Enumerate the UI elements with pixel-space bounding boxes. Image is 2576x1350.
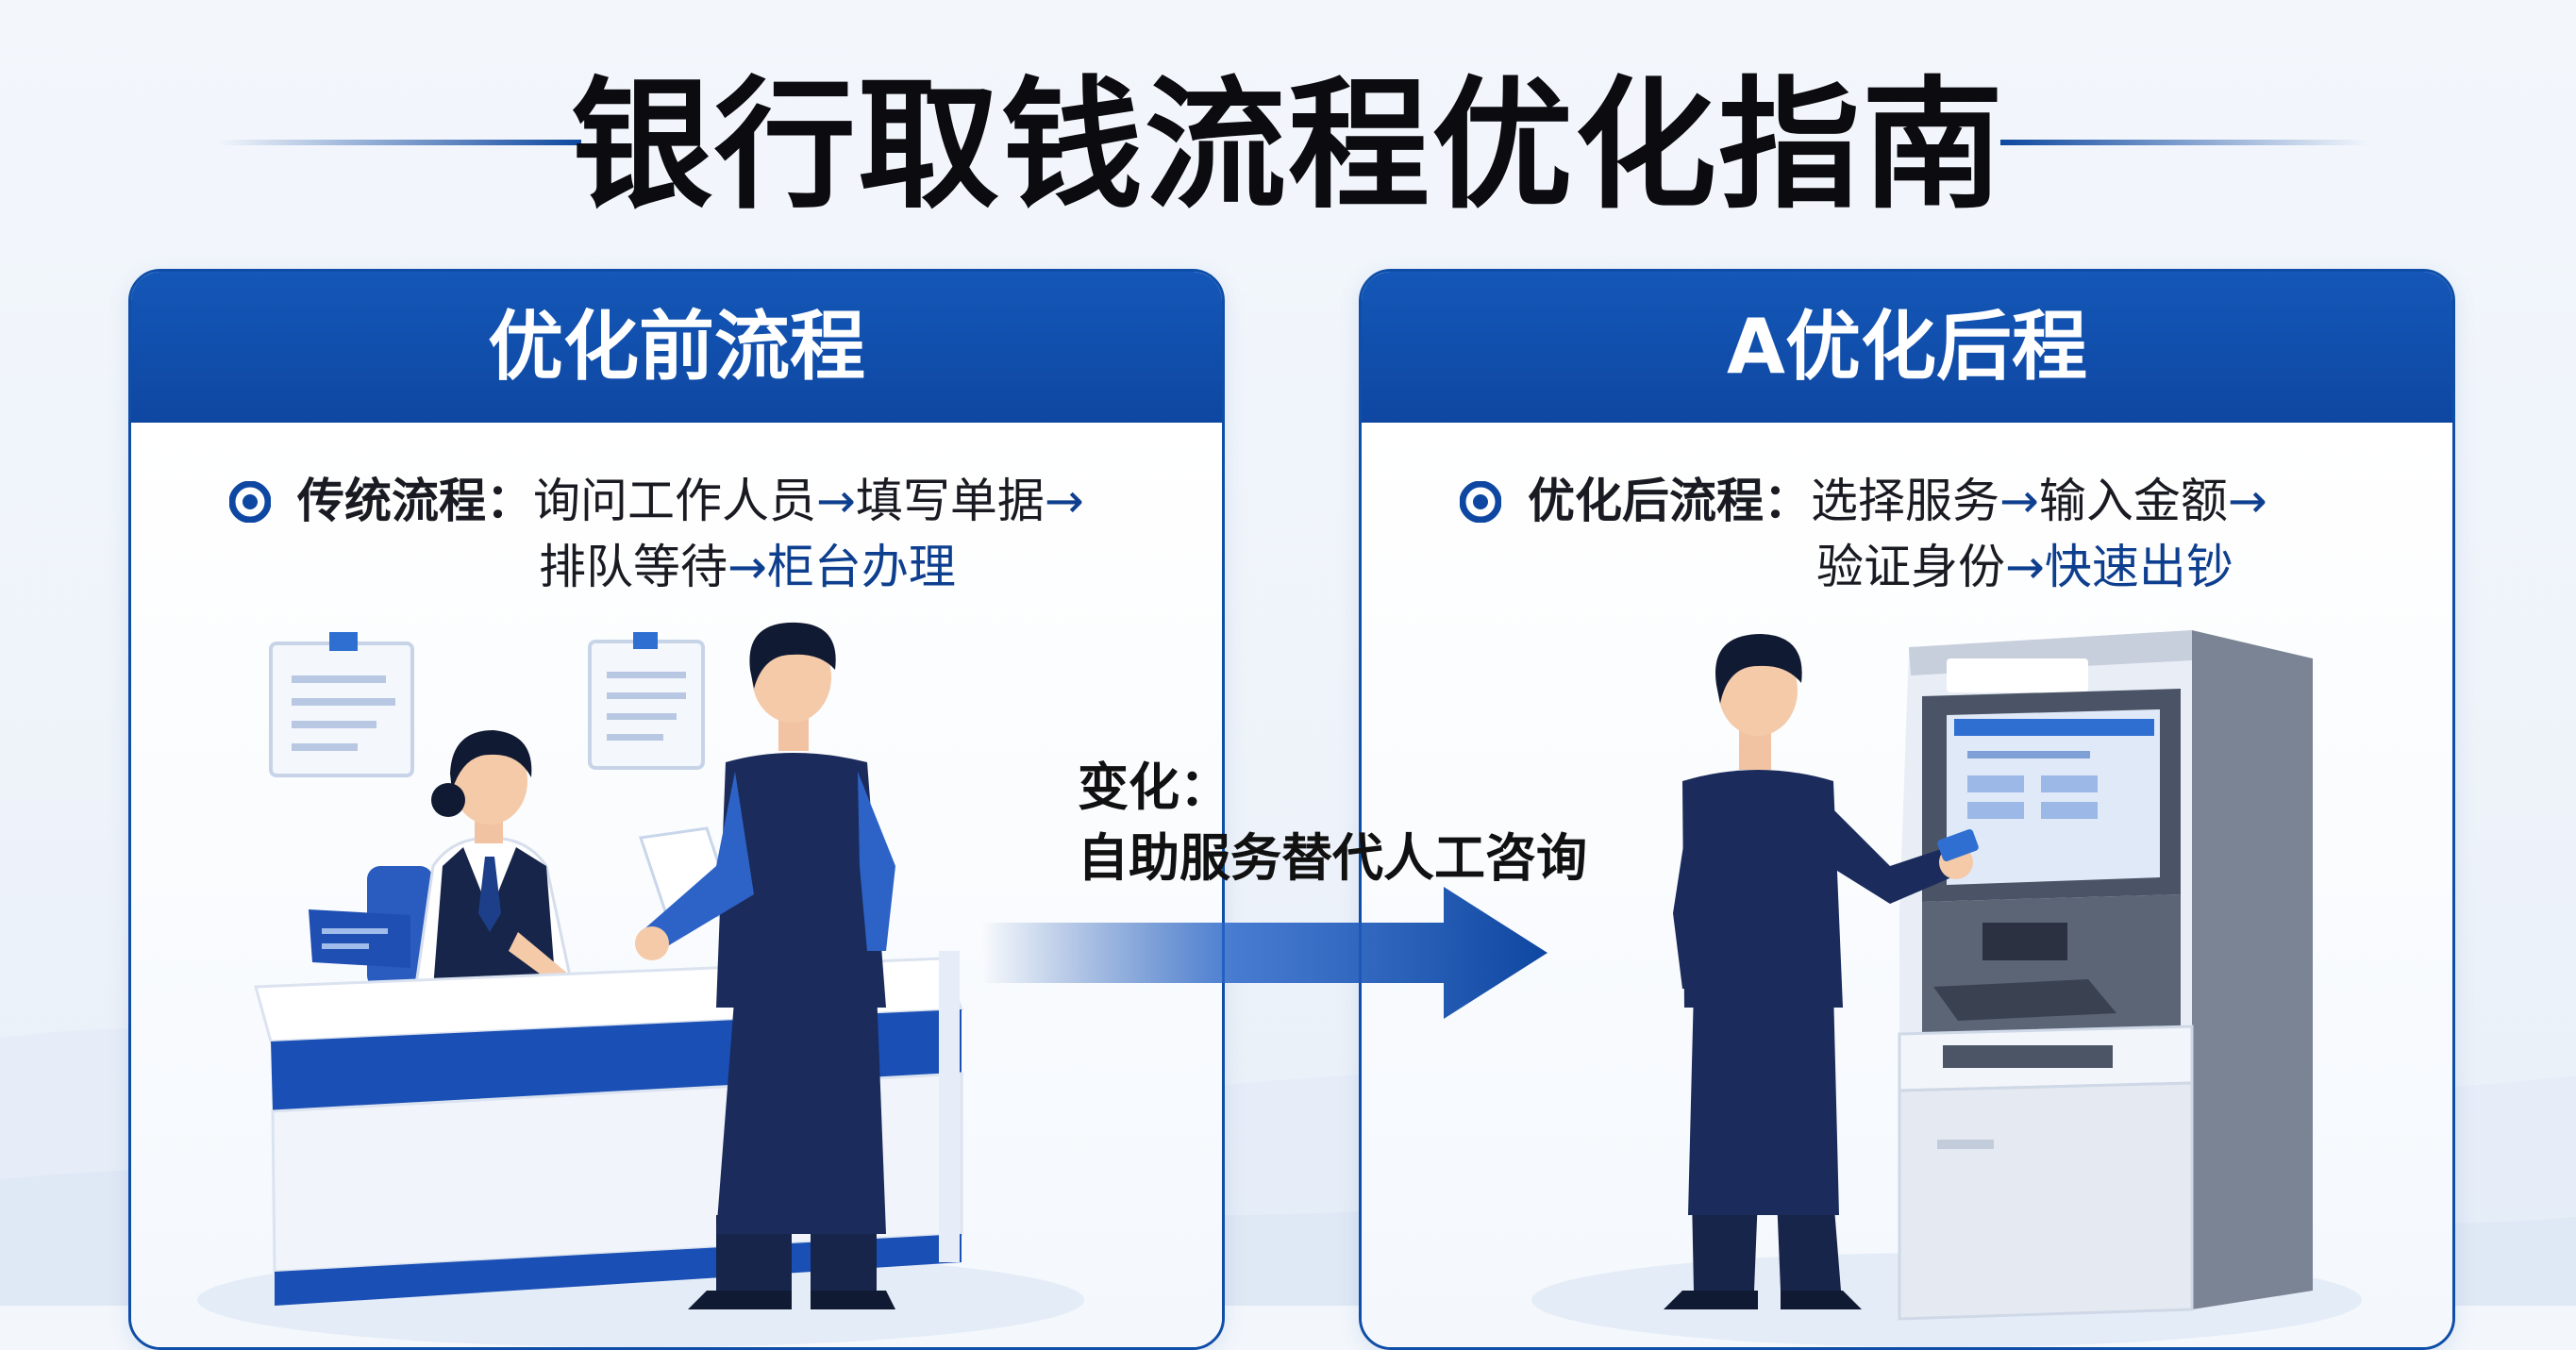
atm-scene-illustration [1531,630,2362,1347]
after-step-1: 选择服务 [1811,474,1999,528]
change-label: 变化： [1078,758,1230,817]
before-step-3: 排队等待 [539,540,728,594]
bullet-icon [229,481,271,523]
after-step-2: 输入金额 [2038,474,2228,528]
before-flow-text: 传统流程：询问工作人员→填写单据→ 排队等待→柜台办理 [297,468,1203,600]
before-panel: 优化前流程 传统流程：询问工作人员→填写单据→ 排队等待→柜台办理 [128,269,1225,1350]
change-text: 自助服务替代人工咨询 [1078,828,1587,888]
arrow-right-icon [981,887,1547,1019]
before-arrow-1: → [816,474,856,528]
page-title: 银行取钱流程优化指南 [570,64,2005,228]
title-divider-left [217,140,581,145]
clerk-person-icon [412,730,577,1000]
before-arrow-2: → [1044,474,1084,528]
after-panel-header: A优化后程 [1362,272,2452,423]
after-panel-body: 优化后流程：选择服务→输入金额→ 验证身份→快速出钞 [1362,423,2452,1347]
after-arrow-1: → [1999,474,2039,528]
after-step-4: 快速出钞 [2044,540,2233,594]
title-area: 银行取钱流程优化指南 [0,57,2576,226]
before-panel-header: 优化前流程 [131,272,1222,423]
before-panel-body: 传统流程：询问工作人员→填写单据→ 排队等待→柜台办理 [131,423,1222,1347]
bullet-icon [1460,481,1501,523]
after-step-3: 验证身份 [1816,540,2005,594]
document-board-icon [269,632,414,777]
before-step-4: 柜台办理 [766,540,956,594]
counter-scene-illustration [197,622,1084,1347]
after-arrow-2: → [2227,474,2267,528]
customer-person-icon [635,622,895,1309]
title-divider-right [2000,140,2368,145]
document-board-icon [588,632,705,770]
after-flow-text: 优化后流程：选择服务→输入金额→ 验证身份→快速出钞 [1528,468,2434,600]
person-icon [1664,634,1979,1309]
before-step-2: 填写单据 [855,474,1045,528]
before-step-1: 询问工作人员 [533,474,816,528]
after-arrow-3: → [2005,540,2045,594]
before-arrow-3: → [728,540,767,594]
after-panel: A优化后程 优化后流程：选择服务→输入金额→ 验证身份→快速出钞 [1359,269,2455,1350]
atm-icon [1898,630,2313,1321]
name-plate [309,909,410,968]
before-flow-label: 传统流程： [297,474,533,528]
after-flow-label: 优化后流程： [1528,474,1811,528]
